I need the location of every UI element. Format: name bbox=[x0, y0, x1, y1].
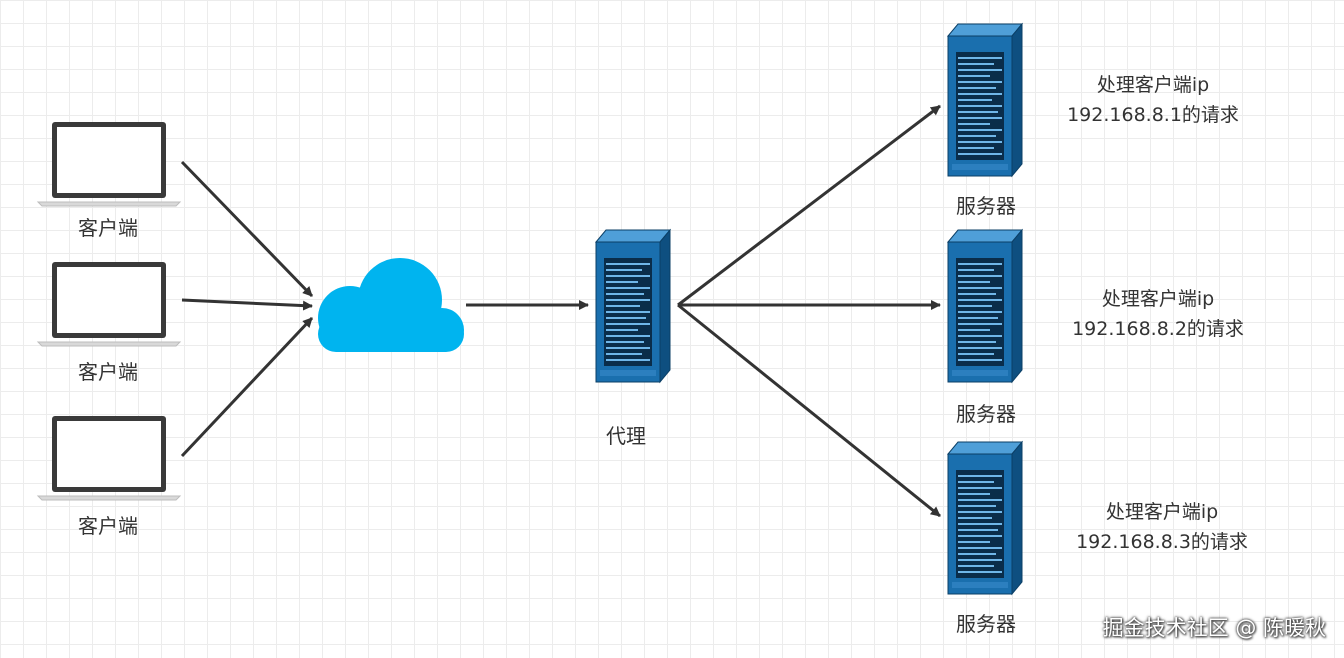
client-label: 客户端 bbox=[78, 360, 138, 384]
server-note: 处理客户端ip 192.168.8.2的请求 bbox=[1072, 284, 1244, 344]
server-note: 处理客户端ip 192.168.8.1的请求 bbox=[1067, 70, 1239, 130]
laptop-icon bbox=[37, 121, 181, 207]
laptop-icon bbox=[37, 415, 181, 501]
server-note-line: 处理客户端ip bbox=[1096, 74, 1210, 96]
arrow-client2-to-cloud bbox=[181, 298, 313, 311]
server-label: 服务器 bbox=[956, 402, 1016, 426]
server-note-line: 192.168.8.2的请求 bbox=[1072, 318, 1244, 340]
client-label: 客户端 bbox=[78, 514, 138, 538]
server-note-line: 处理客户端ip bbox=[1101, 288, 1215, 310]
server-rack-icon bbox=[947, 23, 1023, 177]
server-note-line: 192.168.8.3的请求 bbox=[1076, 531, 1248, 553]
server-rack-icon bbox=[595, 229, 671, 383]
laptop-icon bbox=[37, 261, 181, 347]
server-note-line: 192.168.8.1的请求 bbox=[1067, 104, 1239, 126]
server-rack-icon bbox=[947, 441, 1023, 595]
watermark: 掘金技术社区 @ 陈暖秋 bbox=[1102, 616, 1326, 640]
client-arrows bbox=[180, 160, 314, 458]
server-rack-icon bbox=[947, 229, 1023, 383]
arrow-proxy-to-server1 bbox=[677, 104, 941, 307]
server-note-line: 处理客户端ip bbox=[1105, 501, 1219, 523]
cloud-icon bbox=[318, 258, 464, 352]
client-label: 客户端 bbox=[78, 216, 138, 240]
proxy-label: 代理 bbox=[606, 424, 646, 448]
server-label: 服务器 bbox=[956, 612, 1016, 636]
proxy-arrows bbox=[677, 104, 941, 518]
arrow-proxy-to-server3 bbox=[677, 303, 941, 518]
server-note: 处理客户端ip 192.168.8.3的请求 bbox=[1076, 497, 1248, 557]
arrow-client3-to-cloud bbox=[180, 316, 314, 458]
server-label: 服务器 bbox=[956, 194, 1016, 218]
arrow-client1-to-cloud bbox=[180, 160, 314, 298]
